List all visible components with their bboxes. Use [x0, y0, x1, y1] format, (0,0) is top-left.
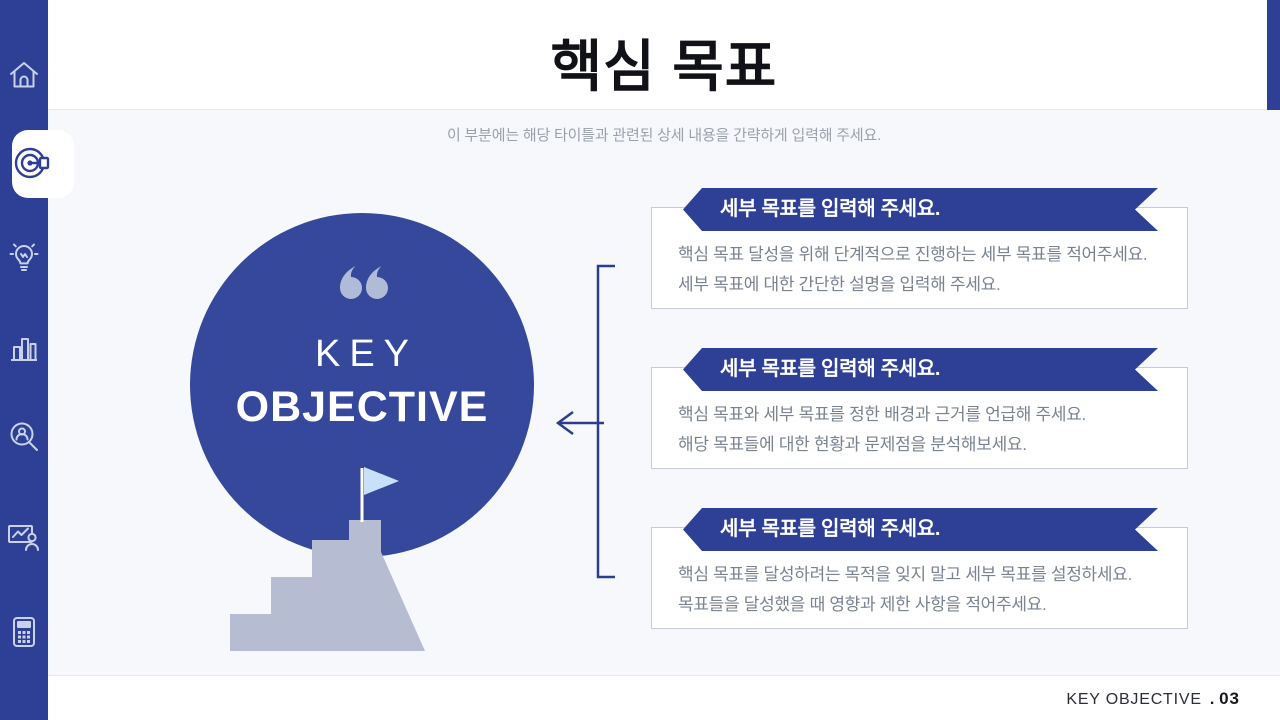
sidebar-item-research[interactable] — [0, 413, 48, 461]
card-1-body-line-2: 세부 목표에 대한 간단한 설명을 입력해 주세요. — [678, 275, 1001, 294]
card-2-ribbon-title: 세부 목표를 입력해 주세요. — [683, 348, 1158, 391]
flag-pole — [360, 468, 364, 522]
objective-card-1: 세부 목표를 입력해 주세요. 핵심 목표 달성을 위해 단계적으로 진행하는 … — [651, 207, 1188, 309]
sidebar-item-calculator[interactable] — [0, 608, 48, 656]
sidebar-item-idea[interactable] — [0, 231, 48, 279]
page-title: 핵심 목표 — [550, 35, 778, 98]
bar-chart-icon — [11, 338, 37, 361]
footer-band: KEY OBJECTIVE.03 — [48, 675, 1280, 720]
sidebar-item-home[interactable] — [0, 51, 48, 99]
card-3-body-line-2: 목표들을 달성했을 때 영향과 제한 사항을 적어주세요. — [678, 595, 1047, 614]
title-band: 핵심 목표 — [48, 0, 1280, 110]
stairs-flag-graphic — [230, 467, 425, 651]
sidebar-item-objective[interactable] — [8, 139, 56, 187]
search-user-icon — [10, 422, 38, 451]
calculator-icon — [13, 617, 35, 647]
footer-page-number: 03 — [1219, 689, 1240, 708]
card-3-ribbon-title: 세부 목표를 입력해 주세요. — [683, 508, 1158, 551]
flag-icon — [364, 467, 399, 495]
page-subtitle: 이 부분에는 해당 타이틀과 관련된 상세 내용을 간략하게 입력해 주세요. — [446, 127, 882, 144]
target-icon — [14, 147, 50, 179]
presentation-icon — [8, 525, 39, 551]
home-icon — [10, 62, 38, 88]
sidebar-item-presentation[interactable] — [0, 514, 48, 562]
quotation-marks-icon — [340, 266, 388, 299]
card-1-body: 핵심 목표 달성을 위해 단계적으로 진행하는 세부 목표를 적어주세요. 세부… — [652, 208, 1187, 300]
footer-text: KEY OBJECTIVE.03 — [1066, 676, 1240, 720]
card-1-ribbon-title: 세부 목표를 입력해 주세요. — [683, 188, 1158, 231]
footer-dot: . — [1209, 691, 1216, 708]
circle-label-key: KEY — [314, 333, 419, 375]
footer-section-label: KEY OBJECTIVE — [1066, 691, 1202, 708]
card-2-body: 핵심 목표와 세부 목표를 정한 배경과 근거를 언급해 주세요. 해당 목표들… — [652, 368, 1187, 460]
card-3-body-line-1: 핵심 목표를 달성하려는 목적을 잊지 말고 세부 목표를 설정하세요. — [678, 565, 1132, 584]
sidebar — [0, 0, 74, 720]
lightbulb-icon — [9, 243, 39, 271]
card-3-body: 핵심 목표를 달성하려는 목적을 잊지 말고 세부 목표를 설정하세요. 목표들… — [652, 528, 1187, 620]
card-1-body-line-1: 핵심 목표 달성을 위해 단계적으로 진행하는 세부 목표를 적어주세요. — [678, 245, 1148, 264]
stairs-shape — [230, 520, 425, 651]
card-2-body-line-2: 해당 목표들에 대한 현황과 문제점을 분석해보세요. — [678, 435, 1027, 454]
circle-label-objective: OBJECTIVE — [235, 383, 489, 431]
objective-card-2: 세부 목표를 입력해 주세요. 핵심 목표와 세부 목표를 정한 배경과 근거를… — [651, 367, 1188, 469]
sidebar-item-chart[interactable] — [0, 324, 48, 372]
connector-bracket-arrow — [555, 264, 615, 579]
card-2-body-line-1: 핵심 목표와 세부 목표를 정한 배경과 근거를 언급해 주세요. — [678, 405, 1086, 424]
title-accent-bar — [1267, 0, 1280, 110]
objective-card-3: 세부 목표를 입력해 주세요. 핵심 목표를 달성하려는 목적을 잊지 말고 세… — [651, 527, 1188, 629]
